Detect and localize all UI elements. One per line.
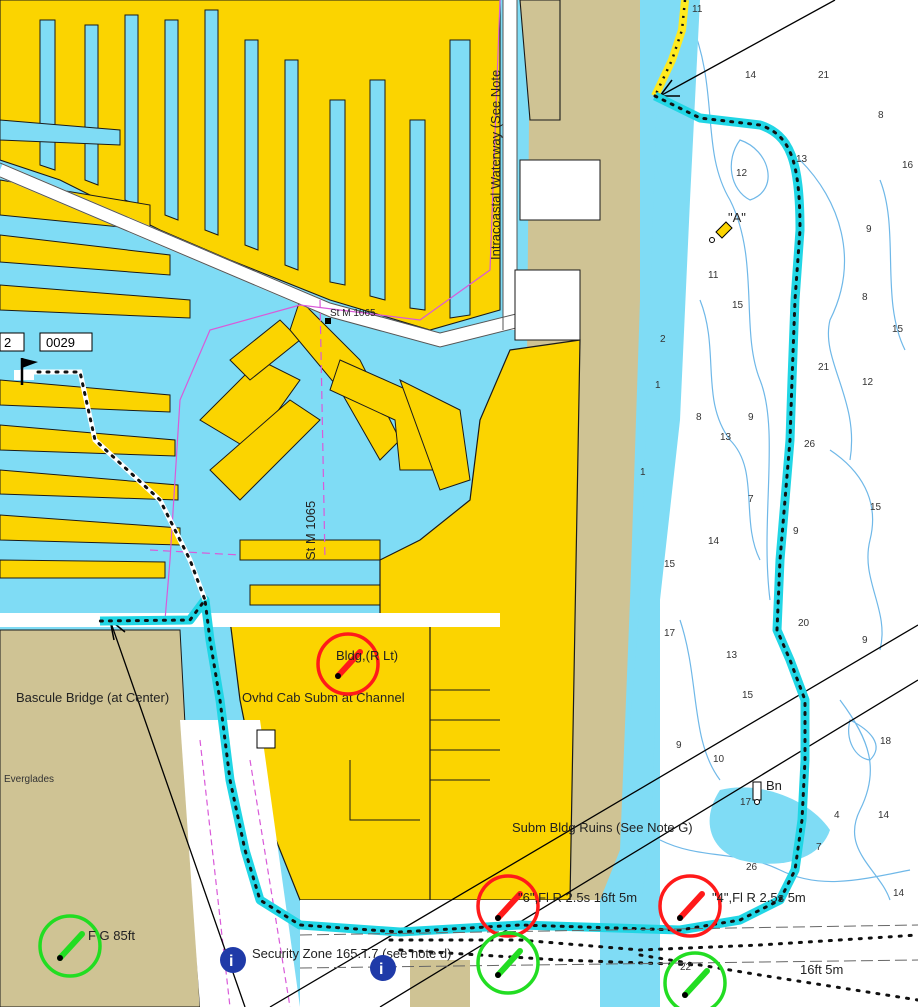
track-yellow-dots — [653, 0, 687, 97]
security-label: Security Zone 165.T.7 (see note d) — [252, 946, 451, 961]
light-label: "6",Fl R 2.5s 16ft 5m — [518, 890, 637, 905]
depth-sounding: 13 — [796, 154, 808, 165]
buoy-label: "A" — [728, 210, 746, 225]
depth-sounding: 12 — [736, 168, 748, 179]
landmark-dot — [325, 318, 331, 324]
depth-sounding: 18 — [880, 736, 892, 747]
svg-text:i: i — [379, 961, 383, 978]
depth-sounding: 1 — [640, 467, 646, 478]
depth-sounding: 17 — [664, 628, 676, 639]
depth-sounding: 14 — [893, 888, 905, 899]
waypoint-marker[interactable]: 2 0029 — [0, 332, 93, 385]
beacon-icon[interactable] — [752, 781, 762, 805]
annotation-lines — [109, 0, 918, 1007]
info-icon[interactable]: i — [370, 955, 396, 981]
red-light-icon[interactable] — [658, 874, 722, 938]
depth-sounding: 2 — [660, 334, 666, 345]
depth-sounding: 13 — [720, 432, 732, 443]
svg-text:i: i — [229, 953, 233, 970]
place-label: Everglades — [4, 774, 54, 785]
roads — [0, 0, 522, 627]
tracks-south — [388, 933, 918, 1002]
canals-north — [0, 9, 471, 319]
depth-sounding: 7 — [748, 494, 754, 505]
pier-south — [410, 960, 470, 1007]
depth-sounding: 14 — [708, 536, 720, 547]
green-light-icon[interactable] — [663, 951, 727, 1007]
cable-label: Ovhd Cab Subm at Channel — [242, 690, 405, 705]
light-label: F G 85ft — [88, 928, 135, 943]
landmark-square — [256, 729, 276, 749]
depth-sounding: 4 — [834, 810, 840, 821]
green-light-icon[interactable] — [476, 931, 540, 995]
depth-sounding: 13 — [726, 650, 738, 661]
depth-sounding: 15 — [732, 300, 744, 311]
depth-sounding: 9 — [866, 224, 872, 235]
depth-sounding: 21 — [818, 70, 830, 81]
depth-sounding: 11 — [692, 4, 703, 15]
depth-sounding: 11 — [708, 270, 719, 281]
waypoint-label-1: 2 — [4, 335, 11, 350]
depth-sounding: 7 — [816, 842, 822, 853]
depth-sounding: 12 — [862, 377, 874, 388]
depth-sounding: 1 — [655, 380, 661, 391]
red-light-icon[interactable] — [476, 874, 540, 938]
depth-sounding: 9 — [793, 526, 799, 537]
track-dots-nw — [18, 370, 207, 602]
depth-sounding: 26 — [746, 862, 758, 873]
light-extra-label: 16ft 5m — [800, 962, 843, 977]
shoal-strip — [600, 0, 700, 1007]
road-edges — [0, 0, 521, 348]
flag-icon — [14, 358, 38, 385]
built-up-southwest — [0, 629, 201, 1007]
depth-sounding: 15 — [664, 559, 676, 570]
street-label-1: St M 1065 — [330, 308, 376, 319]
depth-sounding: 9 — [862, 635, 868, 646]
depth-sounding: 17 — [740, 797, 752, 808]
red-light-icon[interactable] — [316, 632, 380, 696]
depth-sounding: 26 — [804, 439, 816, 450]
depth-sounding: 16 — [902, 160, 914, 171]
route-track-dots — [98, 94, 807, 934]
land-white-south — [180, 720, 300, 1007]
depth-sounding: 8 — [862, 292, 868, 303]
ruins-label: Subm Bldg Ruins (See Note G) — [512, 820, 693, 835]
channel-lines — [299, 924, 918, 969]
depth-sounding: 21 — [818, 362, 830, 373]
land-central — [199, 299, 471, 606]
depth-sounding: 14 — [878, 810, 890, 821]
depth-sounding: 9 — [748, 412, 754, 423]
docks — [349, 689, 500, 821]
info-icon[interactable]: i — [220, 947, 246, 973]
depth-sounding: 8 — [696, 412, 702, 423]
beacon-label: Bn — [766, 778, 782, 793]
depth-sounding: 15 — [742, 690, 754, 701]
green-light-icon[interactable] — [38, 914, 102, 978]
waypoint-label-box-2 — [39, 332, 93, 352]
depth-sounding: 15 — [892, 324, 904, 335]
waterway-label: Intracoastal Waterway (See Note — [488, 70, 503, 260]
bridge-label: Bascule Bridge (at Center) — [16, 690, 169, 705]
light-symbols: Bldg,(R Lt) "6",Fl R 2.5s 16ft 5m "4",Fl R… — [38, 632, 806, 1007]
buoy-icon[interactable] — [709, 221, 733, 243]
depth-sounding: 14 — [745, 70, 757, 81]
street-label-2: St M 1065 — [303, 501, 318, 560]
depth-sounding: 20 — [798, 618, 810, 629]
marina-slips — [514, 159, 601, 341]
light-label: Bldg,(R Lt) — [336, 648, 398, 663]
waypoint-label-box-1 — [0, 332, 25, 352]
waypoint-label-2: 0029 — [46, 335, 75, 350]
light-label: "4",Fl R 2.5s 5m — [712, 890, 806, 905]
chart-labels: "A" Bn Bascule Bridge (at Center) Ovhd Cab … — [4, 210, 843, 977]
depth-sounding: 22 — [680, 962, 692, 973]
depth-sounding: 10 — [713, 754, 725, 765]
depth-sounding: 15 — [870, 502, 882, 513]
depth-sounding: 8 — [878, 110, 884, 121]
depth-sounding: 9 — [676, 740, 682, 751]
